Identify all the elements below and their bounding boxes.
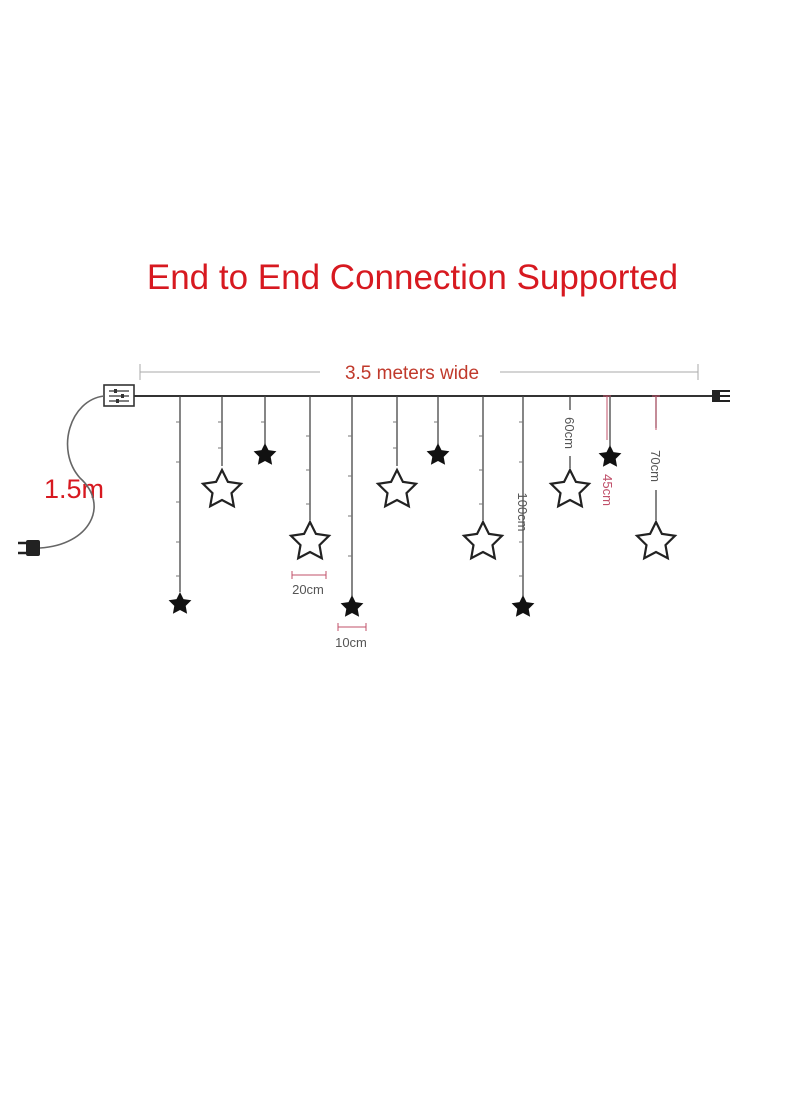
- star-icon: [289, 520, 331, 560]
- spacing-label-10: 10cm: [335, 635, 367, 650]
- drop-label-100: 100cm: [515, 492, 530, 531]
- star-icon: [376, 468, 418, 508]
- star-icon: [340, 595, 364, 617]
- width-dimension: 3.5 meters wide: [139, 363, 699, 384]
- power-cord: [39, 395, 105, 549]
- spacing-dimension-20: 20cm: [291, 571, 327, 597]
- star-icon: [549, 468, 591, 508]
- star-icon: [598, 445, 622, 467]
- width-label: 3.5 meters wide: [345, 363, 479, 384]
- star-icon: [511, 595, 535, 617]
- star-icon: [168, 592, 192, 614]
- strand-ticks: [176, 421, 523, 577]
- drop-dimension-70: 70cm: [648, 395, 663, 482]
- controller-box-icon: [103, 384, 135, 407]
- star-icon: [201, 468, 243, 508]
- headline: End to End Connection Supported: [146, 258, 679, 297]
- drop-label-45: 45cm: [600, 474, 615, 506]
- spacing-label-20: 20cm: [292, 582, 324, 597]
- star-icon: [635, 520, 677, 560]
- drop-dimension-45: 45cm: [600, 395, 615, 506]
- star-icon: [253, 443, 277, 465]
- spacing-dimension-10: 10cm: [335, 623, 367, 650]
- strands: [179, 396, 657, 596]
- end-connector-icon: [712, 390, 730, 402]
- drop-label-60: 60cm: [562, 417, 577, 449]
- plug-icon: [18, 540, 40, 556]
- drop-label-70: 70cm: [648, 450, 663, 482]
- stars: [168, 443, 677, 617]
- star-icon: [426, 443, 450, 465]
- star-icon: [462, 520, 504, 560]
